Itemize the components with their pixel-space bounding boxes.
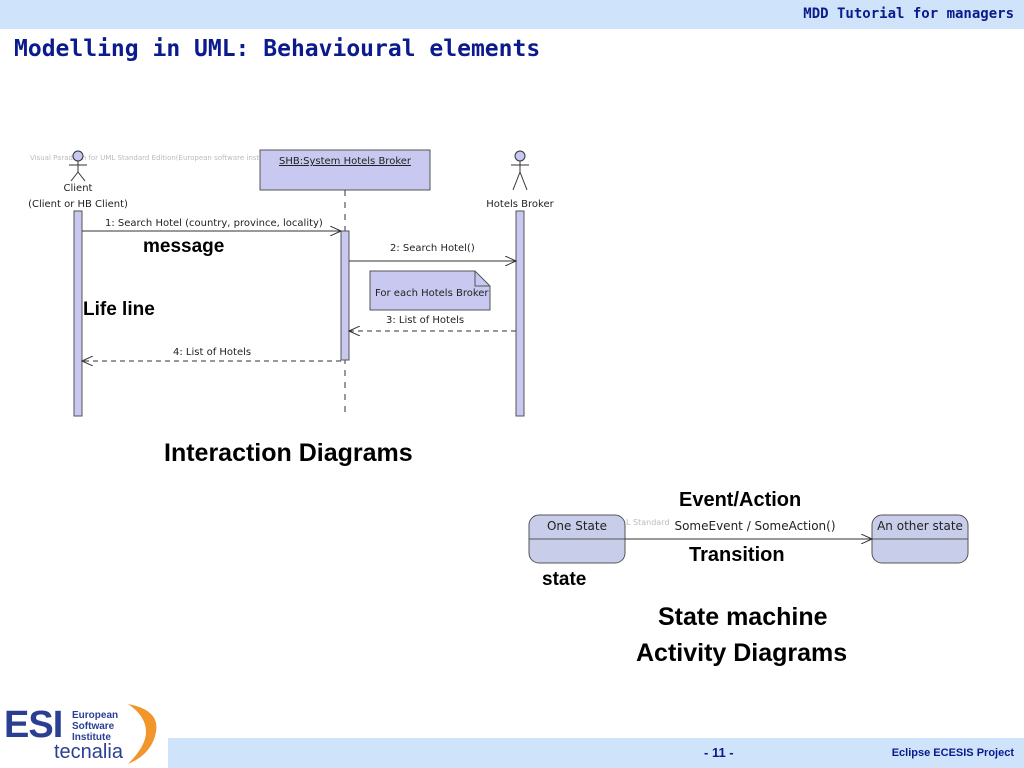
logo-line-3: Institute (72, 732, 111, 743)
client-actor-icon (69, 150, 87, 182)
esi-logo-text: ESI (4, 704, 63, 746)
broker-object-label: SHB:System Hotels Broker (279, 156, 412, 167)
callout-transition: Transition (689, 544, 785, 566)
client-sublabel: (Client or HB Client) (28, 199, 128, 210)
client-label: Client (64, 183, 93, 194)
client-lifeline (73, 210, 83, 417)
logo-line-1: European (72, 710, 119, 721)
tecnalia-logo-text: tecnalia (54, 741, 123, 763)
footer-project: Eclipse ECESIS Project (891, 747, 1014, 759)
message-4-label: 4: List of Hotels (173, 347, 251, 358)
note-box (369, 270, 491, 311)
note-text: For each Hotels Broker (375, 288, 489, 299)
broker-object-box (259, 149, 431, 191)
header-bar (0, 0, 1024, 29)
message-2-label: 2: Search Hotel() (390, 243, 475, 254)
tecnalia-swoosh-icon (128, 704, 157, 764)
message-1-label: 1: Search Hotel (country, province, loca… (105, 218, 323, 229)
hotels-broker-lifeline (515, 210, 525, 417)
callout-event-action: Event/Action (679, 489, 802, 511)
watermark-text: Visual Paradigm for UML Standard Edition… (30, 154, 264, 162)
tutorial-title: MDD Tutorial for managers (803, 6, 1014, 22)
transition-label: SomeEvent / SomeAction() (674, 519, 835, 533)
footer-bar (168, 738, 1024, 768)
caption-activity-diagrams: Activity Diagrams (636, 639, 848, 667)
state-other-label: An other state (877, 519, 963, 533)
caption-state-machine: State machine (658, 603, 828, 631)
caption-interaction: Interaction Diagrams (164, 439, 413, 467)
esi-logo-subtitle: European Software Institute (72, 710, 118, 743)
state-watermark: L Standard (626, 518, 669, 527)
callout-lifeline: Life line (83, 299, 155, 320)
broker-activation (340, 230, 350, 361)
callout-state: state (542, 569, 587, 590)
hotels-broker-actor-icon (511, 150, 529, 191)
page-number: - 11 - (704, 745, 734, 760)
hotels-broker-label: Hotels Broker (486, 199, 554, 210)
logo-line-2: Software (72, 721, 115, 732)
slide-title: Modelling in UML: Behavioural elements (14, 36, 541, 62)
callout-message: message (143, 236, 225, 257)
state-one-label: One State (547, 519, 607, 533)
message-3-label: 3: List of Hotels (386, 315, 464, 326)
